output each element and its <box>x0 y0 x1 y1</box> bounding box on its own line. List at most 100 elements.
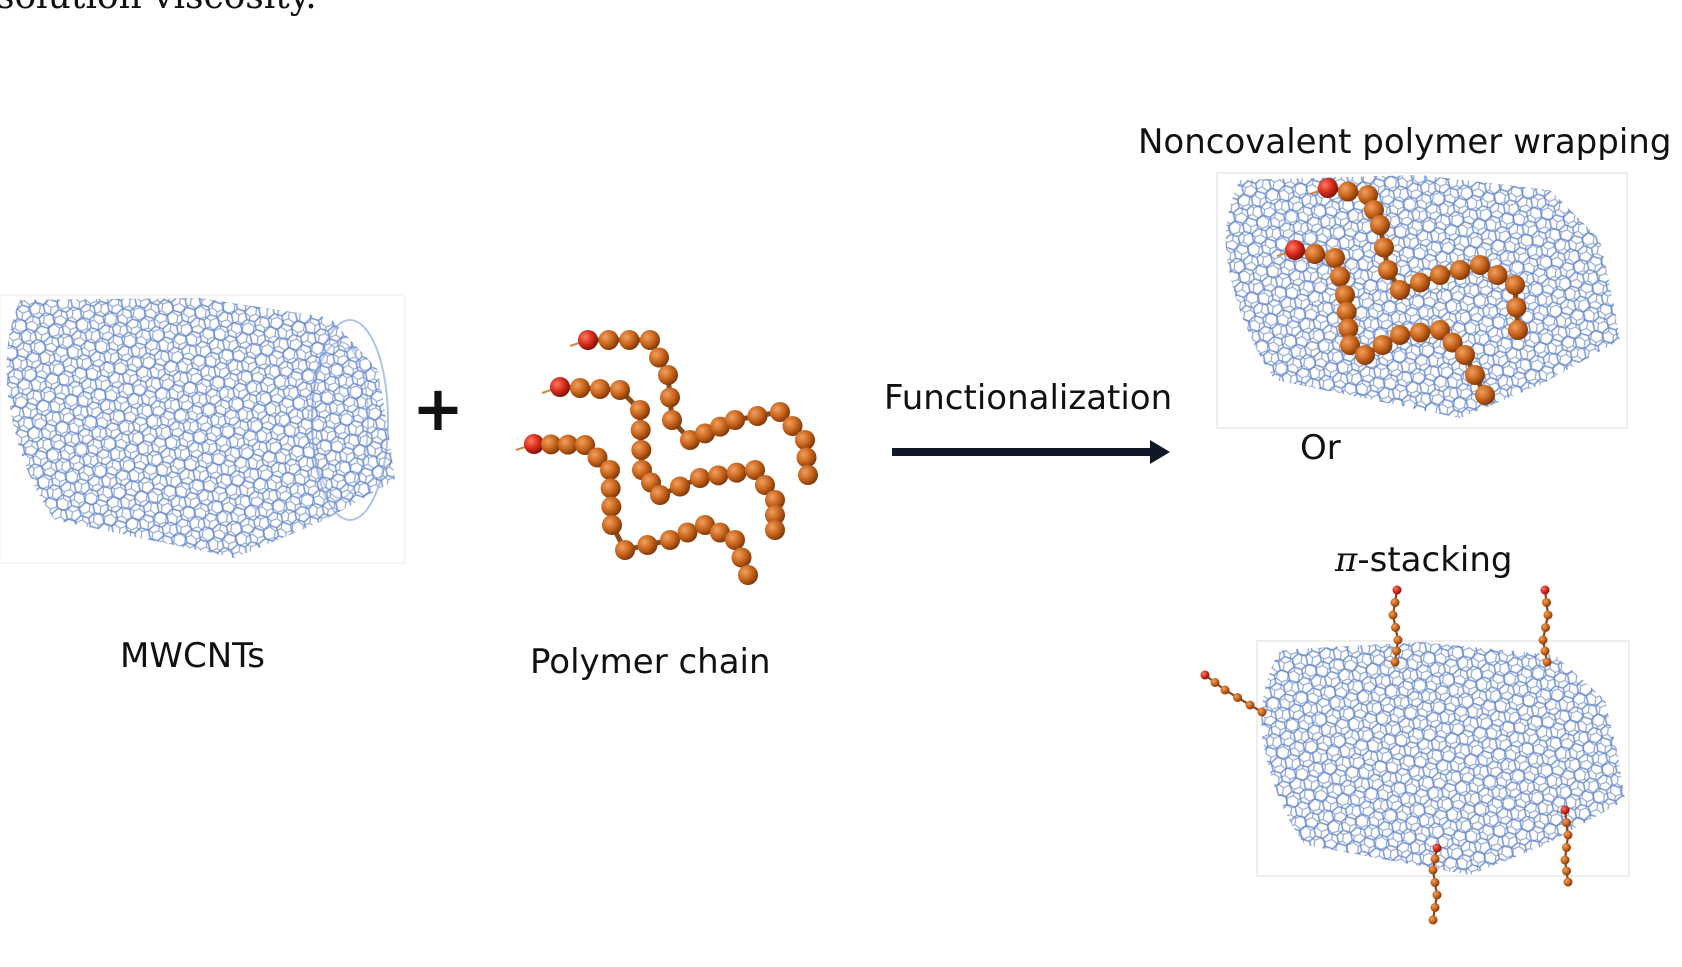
monomer-bead <box>1560 855 1570 865</box>
monomer-bead <box>1410 272 1430 293</box>
monomer-bead <box>602 515 622 535</box>
monomer-bead <box>1508 320 1528 340</box>
monomer-bead <box>1392 646 1401 656</box>
monomer-bead <box>1505 275 1525 295</box>
monomer-bead <box>1390 598 1400 607</box>
monomer-bead <box>1325 248 1345 268</box>
monomer-bead <box>600 478 621 499</box>
monomer-bead <box>710 522 730 543</box>
monomer-bead <box>1358 185 1378 205</box>
monomer-bead <box>1388 610 1398 620</box>
monomer-bead <box>1410 322 1430 343</box>
monomer-bead <box>708 465 729 486</box>
monomer-bead <box>598 330 619 350</box>
monomer-bead <box>524 434 544 454</box>
monomer-bead <box>710 416 730 437</box>
monomer-bead <box>587 447 608 468</box>
monomer-bead <box>1336 301 1357 322</box>
monomer-bead <box>1432 843 1442 853</box>
monomer-bead <box>782 416 803 436</box>
monomer-bead <box>1392 585 1402 595</box>
monomer-bead <box>798 465 818 485</box>
monomer-bead <box>1430 320 1450 340</box>
monomer-bead <box>660 530 680 550</box>
monomer-bead <box>610 380 630 400</box>
polymer-chain-label: Polymer chain <box>530 642 771 682</box>
monomer-bead <box>578 330 598 350</box>
monomer-bead <box>650 485 670 505</box>
monomer-bead <box>1430 265 1450 285</box>
monomer-bead <box>637 535 658 555</box>
monomer-bead <box>1220 685 1230 695</box>
monomer-bead <box>1542 598 1551 607</box>
monomer-bead <box>631 440 652 460</box>
monomer-bead <box>570 378 590 398</box>
monomer-bead <box>795 430 815 450</box>
monomer-bead <box>725 410 745 430</box>
monomer-bead <box>695 515 715 535</box>
monomer-bead <box>747 406 768 426</box>
monomer-bead <box>1428 865 1438 875</box>
monomer-bead <box>1540 646 1550 656</box>
monomer-bead <box>630 400 650 420</box>
monomer-bead <box>1210 678 1220 687</box>
monomer-bead <box>1338 318 1359 339</box>
monomer-bead <box>1543 610 1553 620</box>
monomer-bead <box>725 530 745 550</box>
monomer-bead <box>1285 240 1305 260</box>
monomer-bead <box>695 423 715 444</box>
monomer-bead <box>1442 332 1463 353</box>
monomer-bead <box>765 520 785 540</box>
monomer-bead <box>630 420 651 440</box>
monomer-bead <box>1560 805 1570 815</box>
monomer-bead <box>619 330 640 350</box>
mwcnt-image <box>0 294 406 564</box>
monomer-bead <box>1318 178 1338 198</box>
monomer-bead <box>770 402 790 422</box>
monomer-bead <box>1455 345 1475 365</box>
monomer-bead <box>1390 280 1410 300</box>
arrow-icon <box>892 440 1170 464</box>
monomer-bead <box>1428 915 1438 925</box>
monomer-bead <box>1562 866 1571 876</box>
monomer-bead <box>660 387 680 408</box>
monomer-bead <box>590 379 610 399</box>
monomer-bead <box>1335 285 1355 305</box>
monomer-bead <box>1562 818 1571 827</box>
monomer-bead <box>541 434 561 455</box>
monomer-bead <box>1245 700 1255 710</box>
monomer-bead <box>1563 830 1573 840</box>
noncovalent-wrapping-image <box>1216 172 1628 429</box>
pi-stacking-label: π-stacking <box>1335 540 1512 580</box>
monomer-bead <box>765 490 785 510</box>
monomer-bead <box>1364 200 1384 220</box>
monomer-bead <box>1257 707 1267 717</box>
noncovalent-wrapping-label: Noncovalent polymer wrapping <box>1138 122 1672 162</box>
monomer-bead <box>690 468 710 488</box>
monomer-bead <box>662 410 682 430</box>
monomer-bead <box>1305 244 1325 264</box>
monomer-bead <box>640 330 660 350</box>
monomer-bead <box>1393 635 1403 645</box>
stacking-text: -stacking <box>1357 540 1513 580</box>
pi-stacking-image <box>1200 585 1630 925</box>
monomer-bead <box>726 462 747 483</box>
monomer-bead <box>600 460 620 480</box>
monomer-bead <box>670 476 690 497</box>
monomer-bead <box>1542 657 1552 667</box>
monomer-bead <box>1432 890 1442 900</box>
monomer-bead <box>1465 365 1485 385</box>
monomer-bead <box>1200 670 1210 680</box>
monomer-bead <box>1374 237 1394 258</box>
monomer-bead <box>550 377 570 397</box>
monomer-bead <box>1338 181 1358 202</box>
monomer-bead <box>1541 623 1550 632</box>
monomer-bead <box>1378 260 1398 280</box>
monomer-bead <box>1391 623 1400 632</box>
monomer-bead <box>1450 260 1470 280</box>
monomer-bead <box>680 430 700 450</box>
monomer-bead <box>1330 266 1350 287</box>
monomer-bead <box>1430 903 1440 912</box>
monomer-bead <box>601 496 622 517</box>
